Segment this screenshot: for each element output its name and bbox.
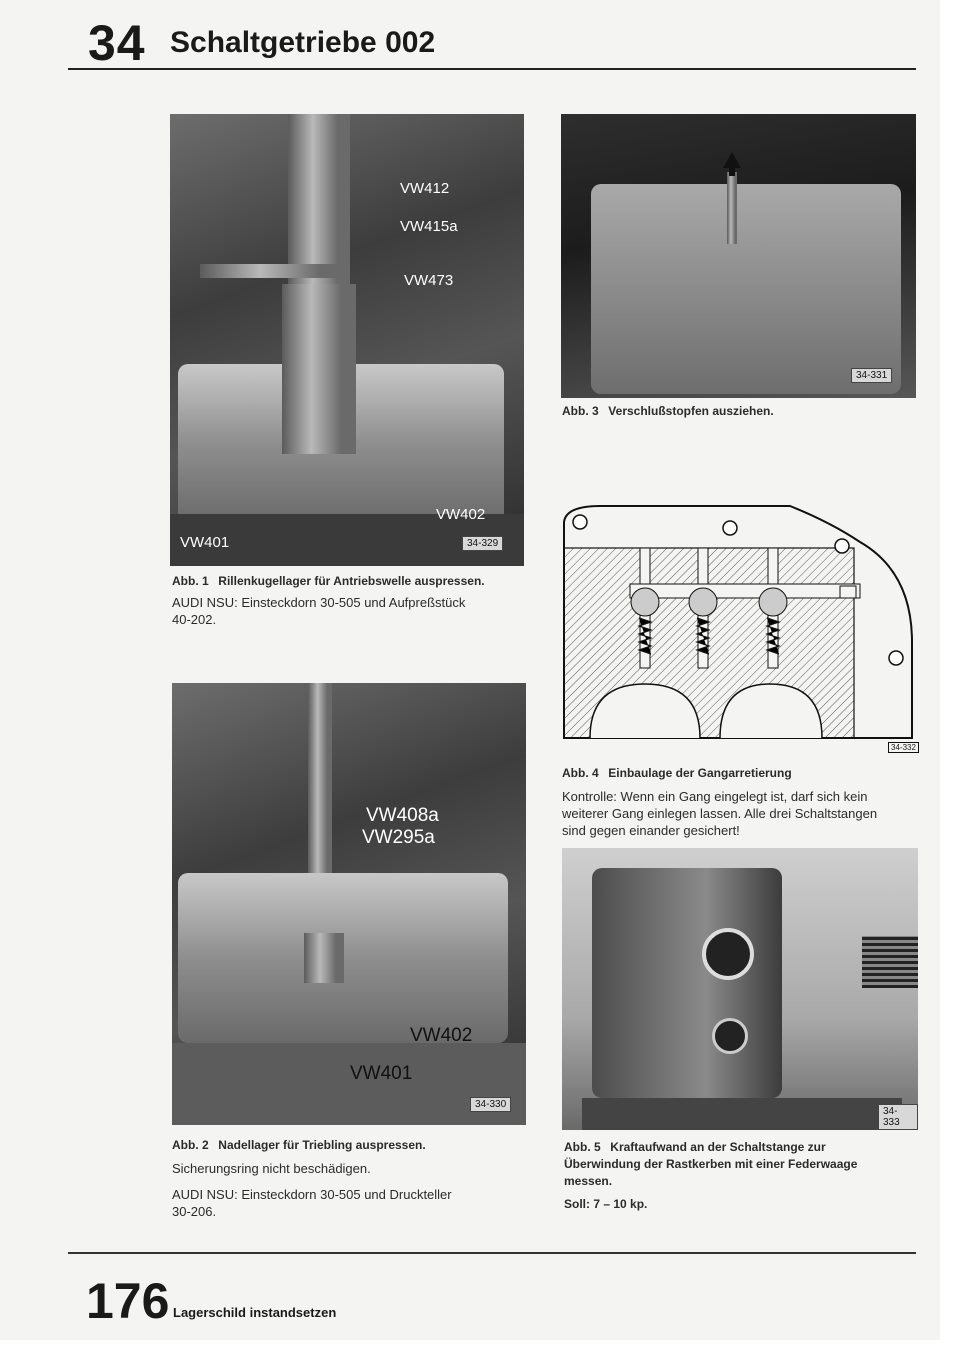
fig1-note-line: AUDI NSU: Einsteckdorn 30-505 und Aufpre… bbox=[172, 595, 466, 610]
fig4-note-line: weiterer Gang einlegen lassen. Alle drei… bbox=[562, 806, 878, 821]
fig3-caption-text: Verschlußstopfen ausziehen. bbox=[608, 404, 774, 418]
figure5-caption: Abb. 5 Kraftaufwand an der Schaltstange … bbox=[564, 1138, 924, 1213]
figure4-drawing bbox=[563, 505, 913, 739]
chapter-title: Schaltgetriebe 002 bbox=[170, 26, 436, 59]
figure2-note2: AUDI NSU: Einsteckdorn 30-505 und Druckt… bbox=[172, 1186, 532, 1220]
fig3-code: 34-331 bbox=[851, 368, 893, 383]
fig4-caption-text: Einbaulage der Gangarretierung bbox=[608, 766, 792, 780]
figure1-caption: Abb. 1 Rillenkugellager für Antriebswell… bbox=[172, 572, 532, 590]
fig2-note-line: AUDI NSU: Einsteckdorn 30-505 und Druckt… bbox=[172, 1187, 452, 1202]
fig5-spec: Soll: 7 – 10 kp. bbox=[564, 1197, 648, 1211]
fig4-code: 34-332 bbox=[888, 742, 919, 753]
fig4-note-line: Kontrolle: Wenn ein Gang eingelegt ist, … bbox=[562, 789, 868, 804]
fig1-label-vw412: VW412 bbox=[400, 180, 450, 197]
page-number: 176 bbox=[86, 1273, 170, 1329]
fig2-caption-label: Abb. 2 bbox=[172, 1138, 209, 1152]
fig1-note-line: 40-202. bbox=[172, 612, 217, 627]
fig2-note-line: 30-206. bbox=[172, 1204, 217, 1219]
figure5-photo: 34-333 bbox=[562, 848, 918, 1130]
figure4-caption: Abb. 4 Einbaulage der Gangarretierung bbox=[562, 764, 922, 782]
fig3-caption-label: Abb. 3 bbox=[562, 404, 599, 418]
fig2-label-vw408a: VW408a bbox=[366, 805, 439, 826]
section-title: Lagerschild instandsetzen bbox=[173, 1305, 337, 1320]
fig2-label-vw401: VW401 bbox=[350, 1063, 413, 1084]
figure1-note: AUDI NSU: Einsteckdorn 30-505 und Aufpre… bbox=[172, 594, 532, 628]
fig1-label-vw473: VW473 bbox=[404, 272, 454, 289]
figure2-caption: Abb. 2 Nadellager für Triebling auspress… bbox=[172, 1136, 532, 1154]
fig5-caption-line: Überwindung der Rastkerben mit einer Fed… bbox=[564, 1157, 858, 1171]
fig1-label-vw402: VW402 bbox=[436, 506, 486, 523]
fig2-note1: Sicherungsring nicht beschädigen. bbox=[172, 1161, 371, 1176]
figure4-note: Kontrolle: Wenn ein Gang eingelegt ist, … bbox=[562, 788, 922, 839]
figure1-photo: VW412 VW415a VW473 VW402 VW401 34-329 bbox=[170, 114, 524, 566]
chapter-number: 34 bbox=[88, 15, 146, 71]
fig5-caption-label: Abb. 5 bbox=[564, 1140, 601, 1154]
fig5-caption-line: messen. bbox=[564, 1174, 613, 1188]
footer-rule bbox=[68, 1252, 916, 1254]
manual-page: 34 Schaltgetriebe 002 VW412 VW415a VW473… bbox=[0, 0, 940, 1340]
fig2-code: 34-330 bbox=[470, 1097, 512, 1112]
fig1-caption-text: Rillenkugellager für Antriebswelle auspr… bbox=[218, 574, 485, 588]
fig2-label-vw402: VW402 bbox=[410, 1025, 473, 1046]
fig2-caption-text: Nadellager für Triebling auspressen. bbox=[218, 1138, 426, 1152]
fig4-note-line: sind gegen einander gesichert! bbox=[562, 823, 740, 838]
fig1-label-vw401: VW401 bbox=[180, 534, 230, 551]
fig1-label-vw415a: VW415a bbox=[400, 218, 458, 235]
fig5-caption-line: Kraftaufwand an der Schaltstange zur bbox=[610, 1140, 826, 1154]
figure2-photo: VW408a VW295a VW402 VW401 34-330 bbox=[172, 683, 526, 1125]
fig2-label-vw295a: VW295a bbox=[362, 827, 435, 848]
fig4-caption-label: Abb. 4 bbox=[562, 766, 599, 780]
fig5-code: 34-333 bbox=[878, 1104, 918, 1130]
header-rule bbox=[68, 68, 916, 70]
figure3-photo: 34-331 bbox=[561, 114, 916, 398]
fig1-caption-label: Abb. 1 bbox=[172, 574, 209, 588]
fig1-code: 34-329 bbox=[462, 536, 504, 551]
figure3-caption: Abb. 3 Verschlußstopfen ausziehen. bbox=[562, 402, 922, 420]
